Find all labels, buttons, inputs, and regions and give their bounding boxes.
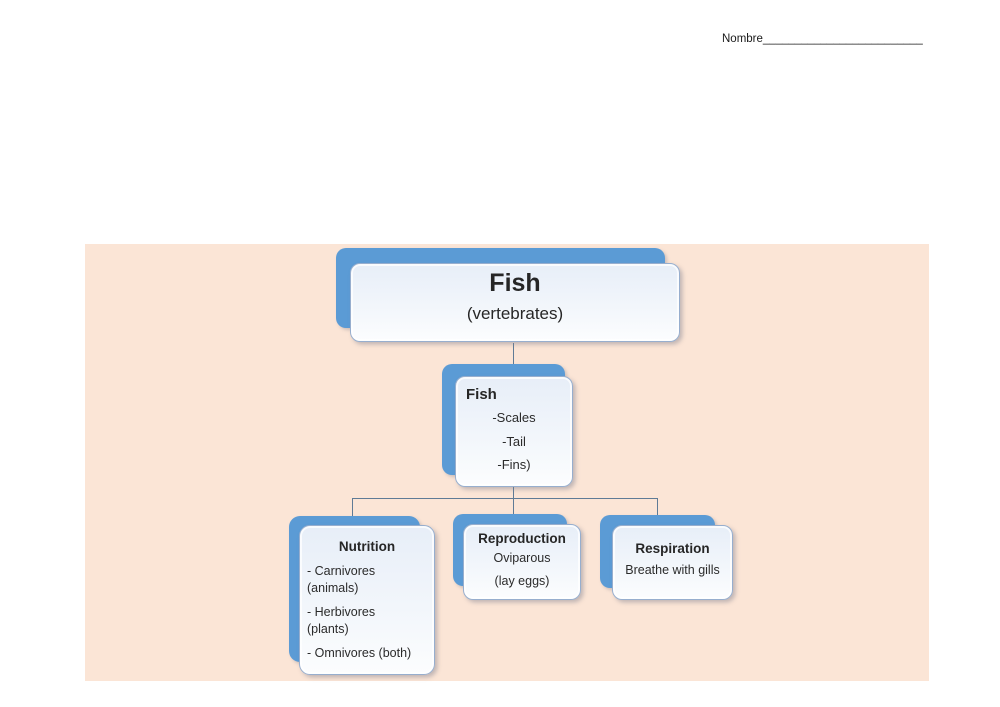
fish-root-node: Fish (vertebrates): [350, 263, 680, 342]
connector-mid-stub: [513, 487, 514, 499]
connector-root-to-mid: [513, 343, 514, 364]
fish-root-title: Fish: [489, 269, 541, 297]
fish-traits-list: -Scales -Tail -Fins): [466, 406, 562, 477]
name-blank-line[interactable]: _________________________: [762, 33, 923, 45]
reproduction-title: Reproduction: [478, 531, 566, 546]
name-field-row: Nombre_________________________: [722, 33, 923, 45]
connector-horizontal-bar: [352, 498, 658, 499]
name-label: Nombre: [722, 33, 763, 45]
connector-drop-nutrition: [352, 498, 353, 516]
fish-traits-node: Fish -Scales -Tail -Fins): [455, 376, 573, 487]
nutrition-carnivores-line: - Carnivores: [307, 564, 376, 578]
reproduction-oviparous-line: Oviparous: [493, 551, 551, 565]
fish-trait-fins: -Fins): [497, 457, 531, 472]
respiration-gills-line: Breathe with gills: [625, 563, 720, 577]
connector-drop-reproduction: [513, 498, 514, 515]
respiration-node: Respiration Breathe with gills: [612, 525, 733, 600]
fish-root-subtitle: (vertebrates): [466, 304, 564, 323]
nutrition-carnivores-detail: (animals): [307, 580, 359, 595]
nutrition-title: Nutrition: [338, 539, 396, 554]
nutrition-herbivores-detail: (plants): [307, 621, 349, 636]
reproduction-lay-eggs-line: (lay eggs): [494, 574, 550, 588]
nutrition-herbivores-line: - Herbivores: [307, 605, 376, 619]
respiration-title: Respiration: [635, 541, 710, 556]
fish-trait-tail: -Tail: [502, 433, 526, 449]
fish-traits-title: Fish: [466, 386, 497, 403]
nutrition-omnivores-line: - Omnivores (both): [307, 646, 412, 660]
reproduction-list: Oviparous (lay eggs): [468, 547, 576, 593]
nutrition-node: Nutrition - Carnivores (animals) - Herbi…: [299, 525, 435, 675]
connector-drop-respiration: [657, 498, 658, 515]
reproduction-node: Reproduction Oviparous (lay eggs): [463, 524, 581, 600]
fish-trait-scales: -Scales: [492, 410, 536, 425]
